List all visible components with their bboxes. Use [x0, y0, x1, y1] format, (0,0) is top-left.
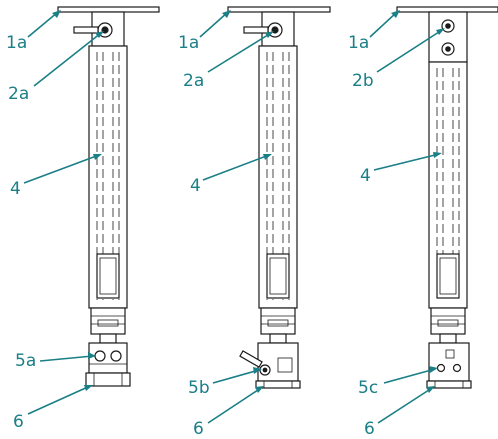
callout-foot-b: 6 — [193, 386, 264, 439]
flange-plate-c — [396, 6, 498, 13]
label-flange-b: 1a — [178, 33, 199, 53]
label-bottom-part-b: 5b — [188, 378, 210, 398]
foot-c — [426, 380, 472, 389]
label-bottom-part-a: 5a — [15, 351, 36, 371]
label-foot-a: 6 — [13, 412, 24, 432]
lever-5b — [239, 350, 263, 368]
window-a — [96, 253, 120, 299]
label-tube-b: 4 — [190, 176, 201, 196]
flange-plate-a — [57, 6, 160, 13]
variant-a: 1a 2a 4 5a 6 — [6, 6, 160, 432]
leg-assembly-a — [57, 6, 160, 387]
label-top-part-a: 2a — [8, 84, 29, 104]
callout-bottom-part-a: 5a — [15, 351, 96, 371]
lever-b — [243, 26, 269, 34]
leg-assembly-c — [396, 6, 498, 389]
callout-top-part-b: 2a — [183, 31, 274, 91]
label-bottom-part-c: 5c — [358, 378, 378, 398]
variant-b: 1a 2a 4 5b 6 — [178, 6, 331, 439]
label-foot-c: 6 — [364, 419, 375, 439]
bottom-part-c — [428, 342, 470, 382]
label-tube-a: 4 — [10, 179, 21, 199]
callout-bottom-part-c: 5c — [358, 366, 438, 398]
foot-b — [255, 380, 301, 389]
label-foot-b: 6 — [193, 419, 204, 439]
foot-a — [85, 372, 131, 387]
collar-c — [430, 307, 466, 335]
window-c — [436, 253, 460, 299]
callout-top-part-a: 2a — [8, 31, 104, 104]
leg-assembly-b — [227, 6, 331, 389]
callout-tube-a: 4 — [10, 154, 102, 199]
label-top-part-c: 2b — [352, 71, 374, 91]
variant-c: 1a 2b 4 5c 6 — [348, 6, 498, 439]
label-flange-c: 1a — [348, 33, 369, 53]
window-b — [266, 253, 290, 299]
callout-top-part-c: 2b — [352, 28, 445, 91]
callout-tube-b: 4 — [190, 154, 272, 196]
callout-flange-c: 1a — [348, 10, 400, 53]
collar-b — [260, 307, 296, 335]
label-top-part-b: 2a — [183, 71, 204, 91]
bottom-part-a — [88, 342, 128, 374]
callout-flange-b: 1a — [178, 10, 231, 53]
callout-foot-a: 6 — [13, 385, 93, 432]
label-flange-a: 1a — [6, 33, 27, 53]
callout-bottom-part-b: 5b — [188, 367, 262, 398]
collar-a — [90, 307, 126, 335]
lever-a — [73, 26, 99, 34]
callout-tube-c: 4 — [360, 152, 442, 186]
label-tube-c: 4 — [360, 166, 371, 186]
callout-flange-a: 1a — [6, 10, 61, 53]
flange-plate-b — [227, 6, 331, 13]
callout-foot-c: 6 — [364, 386, 435, 439]
